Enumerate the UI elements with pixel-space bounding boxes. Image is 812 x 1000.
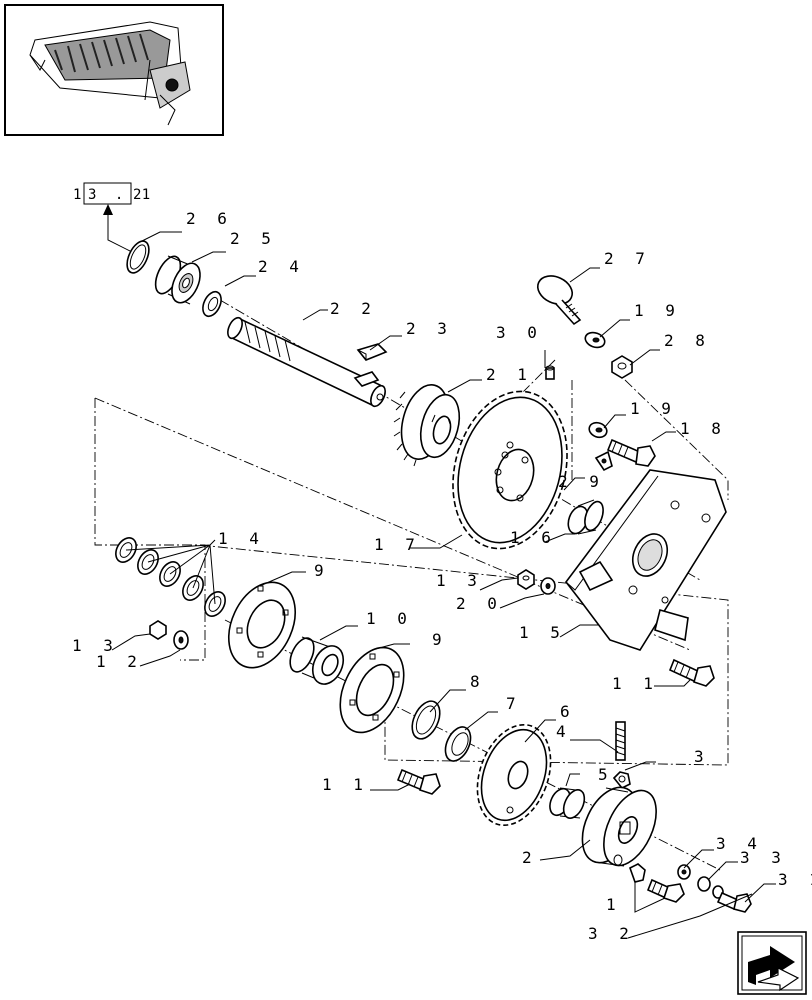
label-1: 1	[606, 895, 622, 914]
label-34: 3 4	[716, 834, 763, 853]
part-21-gear	[393, 384, 461, 467]
part-18-bolt	[606, 438, 656, 467]
part-19-washer-top	[584, 331, 606, 349]
part-10-bearing-insert	[289, 636, 345, 685]
part-22-shaft	[227, 316, 386, 408]
label-18: 1 8	[680, 419, 727, 438]
label-19-top: 1 9	[634, 301, 681, 320]
part-16-bushing	[567, 499, 604, 535]
label-22: 2 2	[330, 299, 377, 318]
part-19-washer-lower	[588, 421, 608, 439]
label-29: 2 9	[558, 472, 605, 491]
part-25-bearing	[154, 255, 201, 305]
part-34-washer	[677, 864, 691, 880]
label-20: 2 0	[456, 594, 503, 613]
label-11-upper: 1 1	[612, 674, 659, 693]
label-31: 3 1	[778, 870, 812, 889]
part-9-flange-lower	[339, 646, 405, 734]
part-26-snap-ring	[126, 240, 150, 274]
part-6-sprocket	[476, 723, 552, 827]
part-33-washer	[697, 876, 724, 899]
label-27: 2 7	[604, 249, 651, 268]
part-9-flange-upper	[228, 581, 296, 669]
part-8-snap-ring	[411, 700, 441, 740]
callout-labels: 2 6 2 5 2 4 2 2 2 3 2 7 1 9 2 8 3 0 2 1 …	[72, 209, 812, 943]
label-30: 3 0	[496, 323, 543, 342]
part-17-sprocket	[452, 390, 568, 550]
label-33: 3 3	[740, 848, 787, 867]
label-32: 3 2	[588, 924, 635, 943]
part-29-clip	[594, 450, 613, 472]
machine-overview-thumbnail	[4, 4, 224, 136]
reference-suffix: 2	[133, 187, 146, 203]
part-24-washer	[202, 290, 222, 318]
part-7-spacer	[444, 726, 472, 762]
label-2: 2	[522, 848, 538, 867]
label-21: 2 1	[486, 365, 533, 384]
label-17: 1 7	[374, 535, 421, 554]
next-page-arrow-icon[interactable]	[737, 931, 807, 995]
part-31-bolt	[716, 891, 752, 913]
label-6: 6	[560, 702, 576, 721]
label-28: 2 8	[664, 331, 711, 350]
label-24: 2 4	[258, 257, 305, 276]
part-23-key	[356, 343, 388, 361]
label-23: 2 3	[406, 319, 453, 338]
part-11-bolt-upper	[668, 658, 715, 687]
reference-prefix: 1	[73, 187, 86, 203]
label-7: 7	[506, 694, 522, 713]
part-4-stud	[615, 721, 626, 761]
part-28-nut	[611, 355, 633, 379]
part-13-nut-right	[517, 569, 535, 590]
part-11-bolt-lower	[396, 768, 441, 795]
label-19-lower: 1 9	[630, 399, 677, 418]
part-1-fastener	[629, 863, 685, 903]
label-26: 2 6	[186, 209, 233, 228]
part-2-hub	[581, 786, 657, 867]
part-13-nut-left	[149, 620, 167, 640]
label-4: 4	[556, 722, 572, 741]
label-13-right: 1 3	[436, 571, 483, 590]
label-11-lower: 1 1	[322, 775, 369, 794]
part-12-washer	[173, 630, 189, 650]
part-27-knob	[536, 275, 582, 326]
part-30-pin	[545, 365, 555, 380]
label-10: 1 0	[366, 609, 413, 628]
reference-tag[interactable]: 1 3 . 1 2	[73, 182, 155, 253]
label-12: 1 2	[96, 652, 143, 671]
label-13-left: 1 3	[72, 636, 119, 655]
part-3-nut	[612, 771, 631, 790]
part-15-bracket	[564, 469, 727, 651]
label-9-lower: 9	[432, 630, 448, 649]
part-20-washer	[540, 577, 556, 595]
label-5: 5	[598, 765, 614, 784]
label-3: 3	[694, 747, 710, 766]
label-16: 1 6	[510, 528, 557, 547]
label-8: 8	[470, 672, 486, 691]
part-5-bushing	[549, 787, 586, 819]
label-25: 2 5	[230, 229, 277, 248]
leader-lines	[111, 231, 776, 939]
label-9-upper: 9	[314, 561, 330, 580]
label-14: 1 4	[218, 529, 265, 548]
label-15: 1 5	[519, 623, 566, 642]
reference-box-text: 3 . 1	[88, 187, 155, 203]
